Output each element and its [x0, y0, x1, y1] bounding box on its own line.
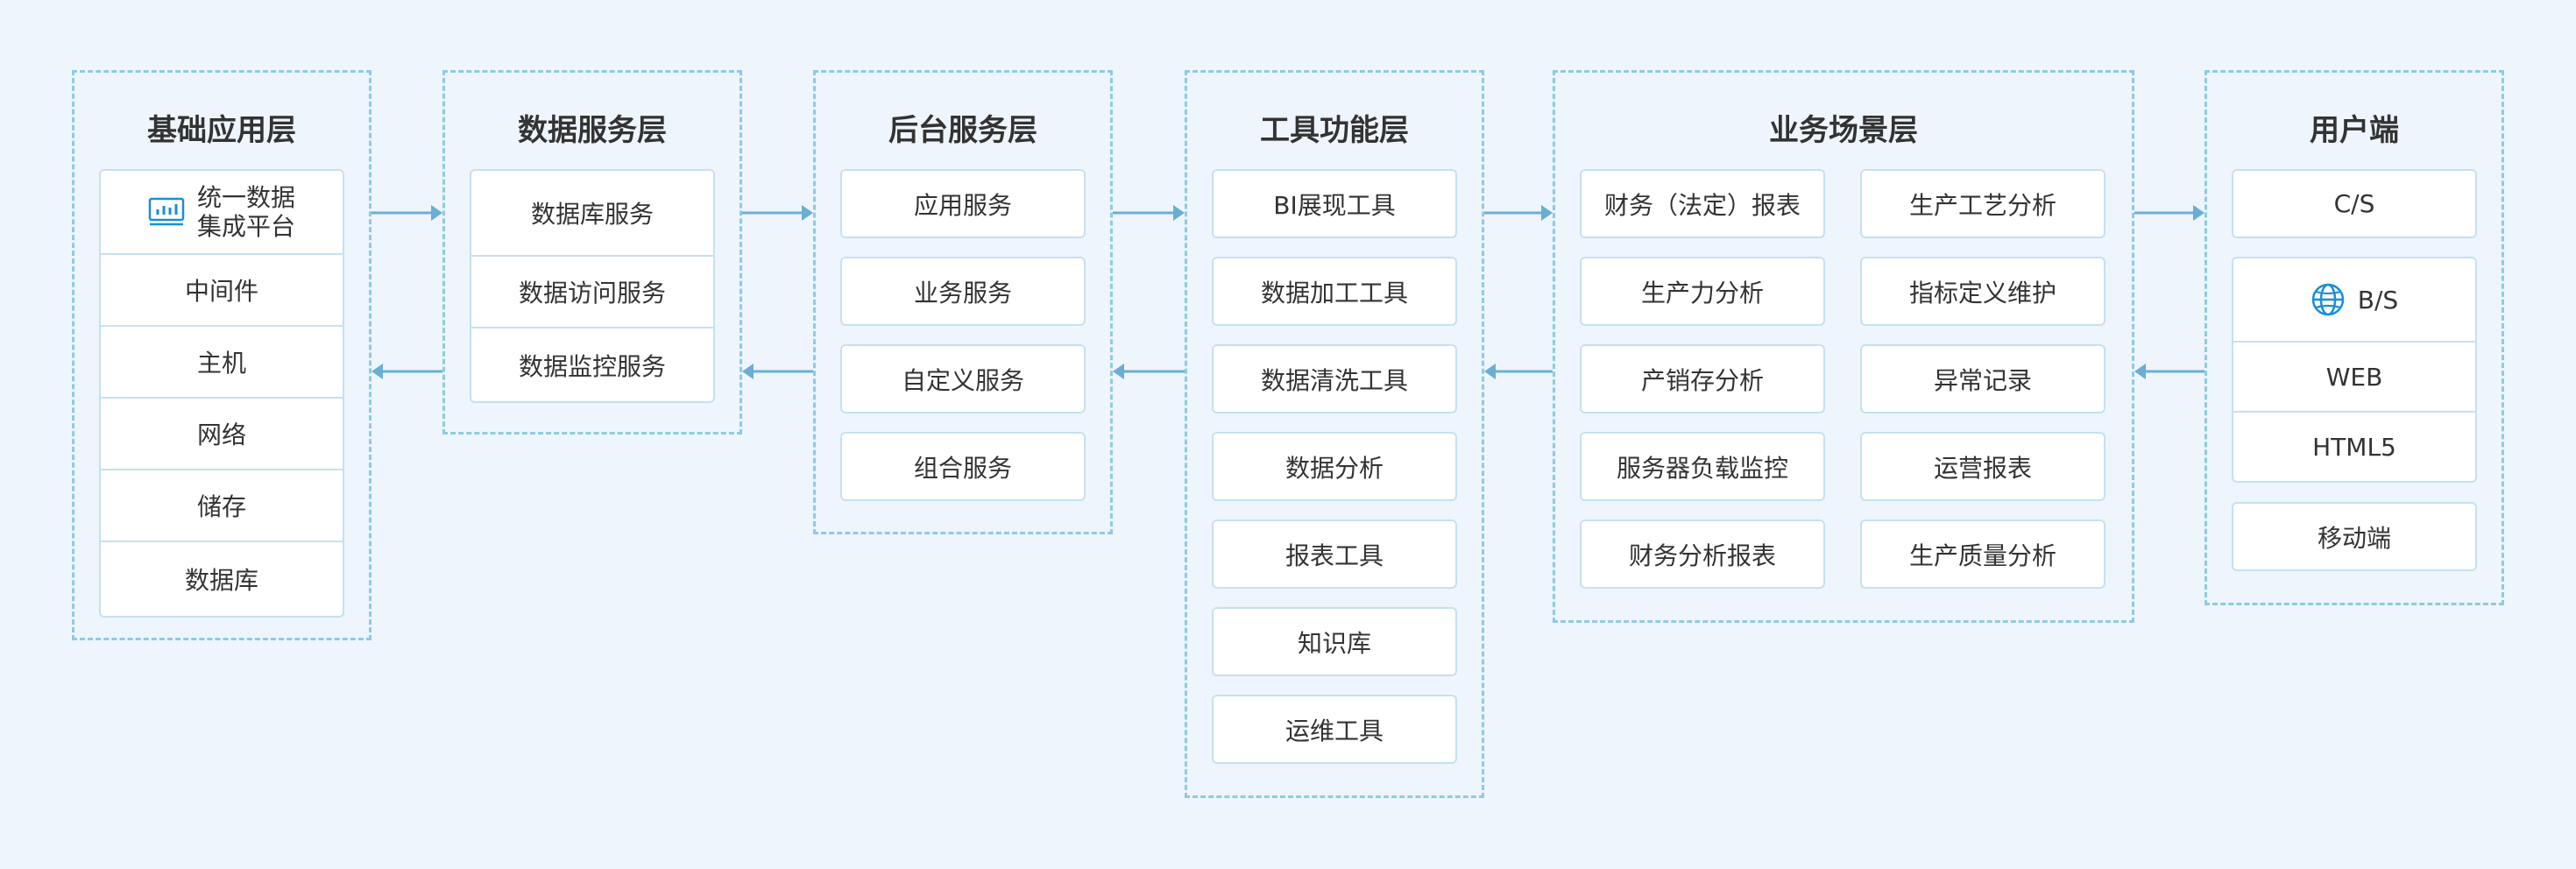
- layer-title: 数据服务层: [518, 113, 667, 148]
- tool-item-knowledge[interactable]: 知识库: [1212, 607, 1457, 676]
- scenario-item-finance-analysis[interactable]: 财务分析报表: [1580, 519, 1825, 589]
- divider: [101, 540, 343, 542]
- divider: [101, 469, 343, 470]
- arrow-right-5: [2134, 205, 2204, 221]
- layer-title: 业务场景层: [1769, 113, 1918, 148]
- divider: [2233, 411, 2475, 413]
- divider: [101, 253, 343, 255]
- scenario-item-productivity[interactable]: 生产力分析: [1580, 257, 1825, 326]
- backend-item-app[interactable]: 应用服务: [840, 169, 1086, 238]
- arrow-right-2: [742, 205, 813, 221]
- tool-item-bi[interactable]: BI展现工具: [1212, 169, 1457, 238]
- foundation-stack: 统一数据 集成平台 中间件 主机 网络 储存 数据库: [99, 169, 344, 618]
- arrow-right-3: [1113, 205, 1185, 221]
- data-service-item-monitor[interactable]: 数据监控服务: [518, 351, 666, 381]
- scenario-item-quality[interactable]: 生产质量分析: [1860, 519, 2105, 589]
- layer-panel-backend-service: 后台服务层 应用服务 业务服务 自定义服务 组合服务: [813, 70, 1113, 534]
- arrow-left-5: [2134, 364, 2204, 379]
- data-service-stack: 数据库服务 数据访问服务 数据监控服务: [470, 169, 715, 403]
- divider: [471, 327, 713, 329]
- layer-title: 工具功能层: [1260, 113, 1409, 148]
- divider: [101, 325, 343, 327]
- client-bs-group: B/S WEB HTML5: [2232, 257, 2477, 483]
- arrow-right-1: [372, 205, 442, 221]
- layer-title: 基础应用层: [147, 113, 296, 148]
- tool-item-ops[interactable]: 运维工具: [1212, 695, 1457, 764]
- scenario-item-metric-def[interactable]: 指标定义维护: [1860, 257, 2105, 326]
- layer-title: 用户端: [2310, 113, 2399, 148]
- foundation-item-database[interactable]: 数据库: [184, 566, 258, 595]
- scenario-item-process[interactable]: 生产工艺分析: [1860, 169, 2105, 238]
- client-item-bs[interactable]: B/S: [2233, 258, 2475, 341]
- integration-platform-line2: 集成平台: [196, 212, 295, 241]
- layer-panel-foundation: 基础应用层 统一数据 集成平台 中间件 主机 网络: [72, 70, 372, 640]
- layer-panel-business-scenario: 业务场景层 财务（法定）报表 生产力分析 产销存分析 服务器负载监控 财务分析报…: [1553, 70, 2134, 623]
- client-item-mobile[interactable]: 移动端: [2232, 502, 2477, 571]
- globe-icon: [2311, 282, 2346, 317]
- foundation-item-middleware[interactable]: 中间件: [184, 277, 258, 306]
- scenario-item-psi[interactable]: 产销存分析: [1580, 344, 1825, 413]
- arrow-right-4: [1484, 205, 1553, 221]
- tool-item-processing[interactable]: 数据加工工具: [1212, 257, 1457, 326]
- client-bs-label: B/S: [2357, 285, 2399, 314]
- scenario-item-ops-report[interactable]: 运营报表: [1860, 432, 2105, 501]
- layer-panel-tools: 工具功能层 BI展现工具 数据加工工具 数据清洗工具 数据分析 报表工具 知识库…: [1185, 70, 1484, 798]
- foundation-item-network[interactable]: 网络: [196, 420, 246, 449]
- tool-item-report[interactable]: 报表工具: [1212, 519, 1457, 589]
- data-service-item-db[interactable]: 数据库服务: [530, 200, 654, 229]
- integration-platform-line1: 统一数据: [196, 183, 295, 212]
- client-item-cs[interactable]: C/S: [2232, 169, 2477, 238]
- arrow-left-1: [372, 364, 442, 379]
- foundation-item-storage[interactable]: 储存: [196, 492, 246, 521]
- layer-title: 后台服务层: [888, 113, 1037, 148]
- backend-item-custom[interactable]: 自定义服务: [840, 344, 1086, 413]
- tool-item-cleaning[interactable]: 数据清洗工具: [1212, 344, 1457, 413]
- layer-panel-client: 用户端 C/S B/S WEB HTML5 移动端: [2204, 70, 2504, 605]
- client-item-web[interactable]: WEB: [2325, 362, 2383, 392]
- tool-item-analysis[interactable]: 数据分析: [1212, 432, 1457, 501]
- scenario-item-financial-report[interactable]: 财务（法定）报表: [1580, 169, 1825, 238]
- arrow-left-3: [1113, 364, 1185, 379]
- layer-panel-data-service: 数据服务层 数据库服务 数据访问服务 数据监控服务: [442, 70, 742, 434]
- client-item-html5[interactable]: HTML5: [2312, 432, 2396, 462]
- divider: [471, 255, 713, 257]
- backend-item-business[interactable]: 业务服务: [840, 257, 1086, 326]
- data-service-item-access[interactable]: 数据访问服务: [518, 279, 666, 307]
- divider: [2233, 341, 2475, 343]
- monitor-chart-icon: [148, 197, 185, 227]
- arrow-left-4: [1484, 364, 1553, 379]
- foundation-item-host[interactable]: 主机: [196, 349, 246, 378]
- scenario-item-anomaly[interactable]: 异常记录: [1860, 344, 2105, 413]
- arrow-left-2: [742, 364, 813, 379]
- divider: [101, 397, 343, 399]
- scenario-item-server-load[interactable]: 服务器负载监控: [1580, 432, 1825, 501]
- backend-item-composite[interactable]: 组合服务: [840, 432, 1086, 501]
- integration-platform-item[interactable]: 统一数据 集成平台: [101, 171, 343, 253]
